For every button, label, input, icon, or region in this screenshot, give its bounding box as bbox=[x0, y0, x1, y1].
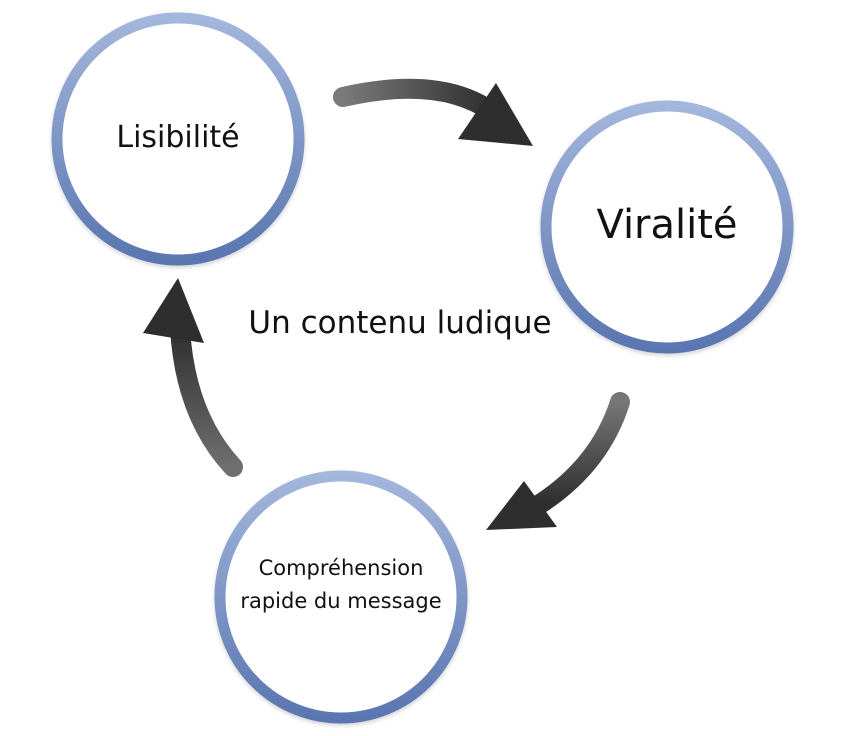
arrow-lisibilite-to-viralite bbox=[333, 78, 533, 146]
node-comprehension: Compréhension rapide du message bbox=[214, 470, 468, 724]
node-lisibilite-ring bbox=[51, 12, 305, 266]
node-lisibilite: Lisibilité bbox=[51, 12, 305, 266]
node-viralite-ring bbox=[540, 100, 794, 354]
center-label: Un contenu ludique bbox=[248, 305, 551, 341]
node-lisibilite-label: Lisibilité bbox=[116, 120, 239, 155]
arrow-viralite-to-comprehension bbox=[486, 392, 630, 530]
node-comprehension-label-line2: rapide du message bbox=[240, 589, 441, 613]
node-viralite-label: Viralité bbox=[596, 202, 737, 248]
arrow-comprehension-to-lisibilite bbox=[143, 278, 243, 477]
node-comprehension-ring bbox=[214, 470, 468, 724]
node-comprehension-label-line1: Compréhension bbox=[259, 556, 424, 580]
node-viralite: Viralité bbox=[540, 100, 794, 354]
